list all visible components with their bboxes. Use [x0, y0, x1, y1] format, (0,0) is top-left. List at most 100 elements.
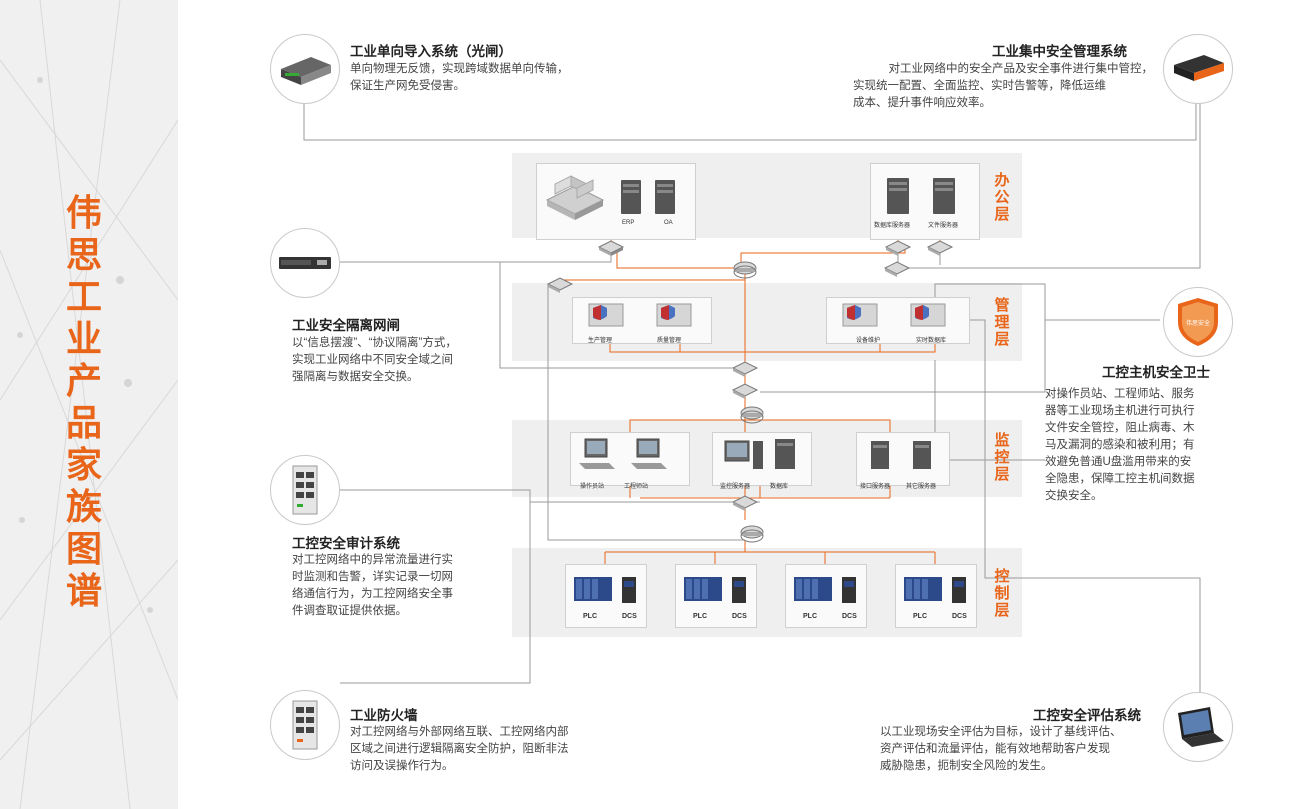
- quality-mgmt-label: 质量管理: [657, 338, 682, 344]
- layer-char: 层: [994, 206, 1010, 223]
- layer-char: 管: [994, 297, 1010, 314]
- engineer-label: 工程师站: [624, 484, 649, 490]
- sidebar-pattern: [0, 0, 178, 809]
- layer-char: 层: [994, 602, 1010, 619]
- file-server-label: 文件服务器: [928, 223, 959, 229]
- erp-label: ERP: [622, 220, 635, 226]
- switch-icon: [884, 240, 912, 256]
- switch-icon: [731, 495, 759, 511]
- managed-server-icon: [588, 303, 692, 327]
- management-box-right: [826, 297, 970, 344]
- guard-title: 工控主机安全卫士: [1102, 365, 1210, 380]
- gateway-title: 工业单向导入系统（光闸）: [350, 44, 512, 59]
- title-char: 伟: [65, 192, 102, 233]
- title-char: 产: [65, 360, 102, 401]
- desc-line: 实现工业网络中不同安全域之间: [292, 354, 453, 366]
- monitor-box-interface: [856, 432, 950, 486]
- oa-label: OA: [664, 220, 673, 226]
- assessment-desc: 以工业现场安全评估为目标，设计了基线评估、 资产评估和流量评估，能有效地帮助客户…: [880, 724, 1122, 775]
- layer-char: 控: [994, 449, 1010, 466]
- switch-icon: [546, 277, 574, 293]
- office-server-box: [870, 163, 980, 240]
- control-box-1: [565, 564, 647, 628]
- desc-line: 络通信行为，为工控网络安全事: [292, 588, 453, 600]
- monitor-box-servers: [712, 432, 812, 486]
- audit-title: 工控安全审计系统: [292, 536, 400, 551]
- management-box-left: [572, 297, 712, 344]
- interface-server-label: 接口服务器: [860, 484, 891, 490]
- dcs-label: DCS: [842, 613, 857, 620]
- firewall-desc: 对工控网络与外部网络互联、工控网络内部 区域之间进行逻辑隔离安全防护，阻断非法 …: [350, 724, 569, 775]
- desc-line: 单向物理无反馈，实现跨域数据单向传输，: [350, 63, 569, 75]
- title-char: 族: [65, 486, 102, 527]
- operator-label: 操作员站: [580, 484, 605, 490]
- desc-line: 交换安全。: [1045, 490, 1103, 502]
- layer-char: 控: [994, 568, 1010, 585]
- desc-line: 以工业现场安全评估为目标，设计了基线评估、: [880, 726, 1122, 738]
- gateway-product-circle: [270, 34, 340, 104]
- layer-char: 层: [994, 331, 1010, 348]
- industrial-switch-icon: [292, 700, 318, 750]
- rack-appliance-icon: [1174, 55, 1224, 81]
- layer-char: 办: [994, 172, 1010, 189]
- db-server-label: 数据库服务器: [874, 223, 911, 229]
- desc-line: 文件安全管控，阻止病毒、木: [1045, 422, 1195, 434]
- building-icon: [545, 175, 675, 220]
- desc-line: 威胁隐患，扼制安全风险的发生。: [880, 760, 1053, 772]
- central-product-circle: [1163, 34, 1233, 104]
- title-char: 品: [65, 402, 102, 443]
- server-icon: [871, 441, 931, 469]
- sidebar: 伟 思 工 业 产 品 家 族 图 谱: [0, 0, 178, 809]
- desc-line: 以“信息摆渡”、“协议隔离”方式，: [292, 337, 457, 349]
- plc-label: PLC: [913, 613, 927, 620]
- sidebar-title: 伟 思 工 业 产 品 家 族 图 谱: [62, 192, 106, 612]
- server-icon: [887, 178, 955, 214]
- layer-char: 监: [994, 432, 1010, 449]
- desc-line: 资产评估和流量评估，能有效地帮助客户发现: [880, 743, 1110, 755]
- router-icon: [740, 525, 764, 543]
- dcs-label: DCS: [732, 613, 747, 620]
- title-char: 图: [65, 528, 102, 569]
- router-icon: [733, 261, 757, 279]
- switch-icon: [597, 240, 625, 256]
- monitor-server-label: 监控服务器: [720, 484, 751, 490]
- layer-char: 理: [994, 314, 1010, 331]
- switch-icon: [731, 361, 759, 377]
- control-box-4: [895, 564, 977, 628]
- other-server-label: 其它服务器: [906, 484, 937, 490]
- layer-char: 层: [994, 466, 1010, 483]
- desc-line: 马及漏洞的感染和被利用；有: [1045, 439, 1195, 451]
- rack-appliance-icon: [279, 257, 331, 269]
- title-char: 工: [65, 276, 102, 317]
- dcs-label: DCS: [622, 613, 637, 620]
- industrial-switch-icon: [292, 465, 318, 515]
- desc-line: 器等工业现场主机进行可执行: [1045, 405, 1195, 417]
- desc-line: 对操作员站、工程师站、服务: [1045, 388, 1195, 400]
- monitor-box-workstations: [570, 432, 690, 486]
- desc-line: 全隐患，保障工控主机间数据: [1045, 473, 1195, 485]
- database-label: 数据库: [770, 484, 789, 490]
- layer-char: 公: [994, 189, 1010, 206]
- desc-line: 实现统一配置、全面监控、实时告警等，降低运维: [853, 80, 1106, 92]
- switch-icon: [883, 261, 911, 277]
- desc-line: 对工控网络与外部网络互联、工控网络内部: [350, 726, 569, 738]
- plc-label: PLC: [803, 613, 817, 620]
- office-erp-box: [536, 163, 696, 240]
- managed-server-icon: [842, 303, 946, 327]
- assessment-title: 工控安全评估系统: [1033, 708, 1141, 723]
- laptop-icon: [1178, 707, 1224, 747]
- desc-line: 件调查取证提供依据。: [292, 605, 407, 617]
- production-mgmt-label: 生产管理: [588, 338, 613, 344]
- control-box-2: [675, 564, 757, 628]
- plc-icon: [684, 577, 746, 603]
- management-layer-label: 管 理 层: [993, 297, 1011, 348]
- server-icon: [724, 439, 795, 469]
- plc-label: PLC: [583, 613, 597, 620]
- realtime-db-label: 实时数据库: [916, 338, 947, 344]
- control-layer-label: 控 制 层: [993, 568, 1011, 619]
- shield-icon: 伟思安全: [1178, 298, 1218, 346]
- router-icon: [740, 406, 764, 424]
- office-layer-label: 办 公 层: [993, 172, 1011, 223]
- switch-icon: [926, 240, 954, 256]
